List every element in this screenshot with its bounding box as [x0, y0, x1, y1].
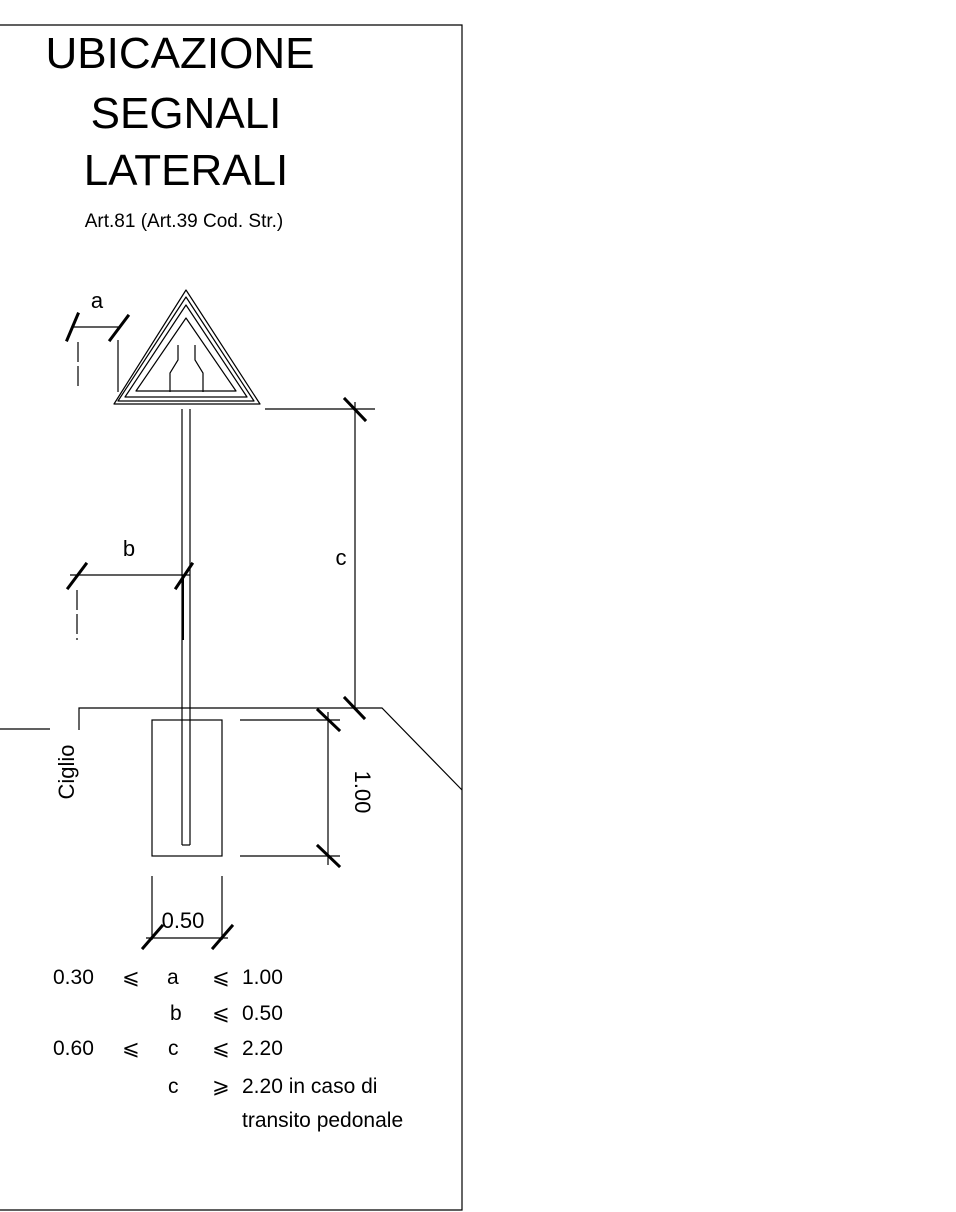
condition-var: c — [168, 1075, 179, 1098]
conditions-table: 0.30 ⩽ a ⩽ 1.00 b ⩽ 0.50 0.60 ⩽ c ⩽ 2.20… — [53, 966, 403, 1132]
condition-min: 0.60 — [53, 1037, 94, 1060]
condition-var: a — [167, 966, 179, 989]
dimension-depth: 1.00 — [240, 707, 375, 869]
condition-row: 0.30 ⩽ a ⩽ 1.00 — [53, 966, 283, 989]
condition-op2: ⩽ — [212, 1037, 230, 1060]
condition-max: 1.00 — [242, 966, 283, 989]
condition-max: 2.20 in caso di — [242, 1075, 377, 1098]
condition-op2: ⩽ — [212, 1002, 230, 1025]
title-line-1: UBICAZIONE — [46, 29, 315, 78]
road-narrows-icon — [169, 345, 204, 392]
drawing-frame — [0, 24, 463, 1211]
condition-var: c — [168, 1037, 179, 1060]
condition-row: c ⩾ 2.20 in caso di transito pedonale — [168, 1075, 403, 1132]
title-line-3: LATERALI — [84, 146, 289, 195]
condition-row: b ⩽ 0.50 — [170, 1002, 283, 1025]
dimension-b-label: b — [123, 536, 135, 561]
foundation-block — [151, 719, 223, 857]
condition-op2: ⩽ — [212, 966, 230, 989]
condition-op1: ⩽ — [122, 1037, 140, 1060]
condition-var: b — [170, 1002, 182, 1025]
warning-sign — [113, 289, 261, 405]
title-subtitle: Art.81 (Art.39 Cod. Str.) — [85, 211, 284, 232]
ground-line — [0, 707, 463, 791]
dimension-c-label: c — [336, 545, 347, 570]
dimension-c: c — [265, 396, 375, 721]
sign-pole — [181, 409, 191, 846]
condition-max: 0.50 — [242, 1002, 283, 1025]
condition-max: 2.20 — [242, 1037, 283, 1060]
edge-label: Ciglio — [54, 744, 79, 799]
condition-row: 0.60 ⩽ c ⩽ 2.20 — [53, 1037, 283, 1060]
condition-note: transito pedonale — [242, 1109, 403, 1132]
condition-min: 0.30 — [53, 966, 94, 989]
title-line-2: SEGNALI — [91, 89, 282, 138]
condition-op2: ⩾ — [212, 1075, 230, 1098]
dimension-a-label: a — [91, 288, 104, 313]
condition-op1: ⩽ — [122, 966, 140, 989]
dimension-width: 0.50 — [140, 876, 235, 951]
dimension-depth-label: 1.00 — [350, 771, 375, 814]
dimension-b: b — [65, 536, 195, 640]
dimension-a: a — [65, 288, 131, 392]
dimension-width-label: 0.50 — [162, 908, 205, 933]
